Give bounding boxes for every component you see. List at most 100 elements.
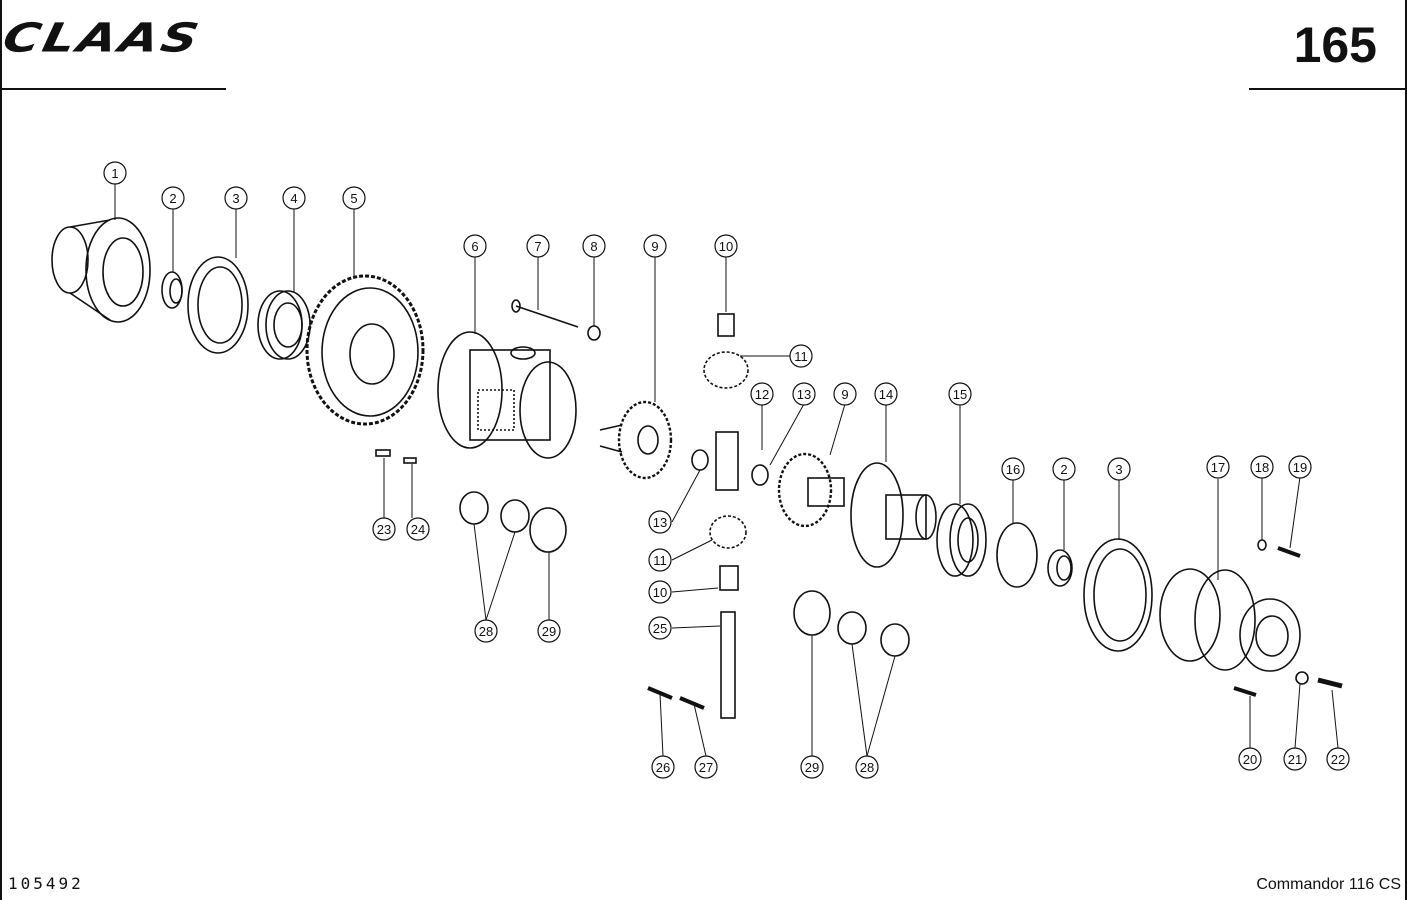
callout-25: 25 bbox=[648, 616, 672, 640]
part-13-circlip-right bbox=[751, 464, 769, 486]
callout-3b: 3 bbox=[1107, 457, 1131, 481]
part-28-bushings bbox=[459, 491, 530, 533]
part-21-washer bbox=[1295, 671, 1309, 685]
drawing-number: 105492 bbox=[8, 874, 84, 893]
svg-text:17: 17 bbox=[1211, 460, 1225, 475]
part-11-pinion-top bbox=[703, 351, 749, 389]
callout-2: 2 bbox=[161, 186, 185, 210]
svg-text:29: 29 bbox=[542, 624, 556, 639]
part-14-flange bbox=[850, 462, 937, 568]
part-24-pin bbox=[403, 457, 417, 464]
part-12-shaft bbox=[715, 431, 739, 491]
callout-2b: 2 bbox=[1052, 457, 1076, 481]
callout-29b: 29 bbox=[800, 755, 824, 779]
svg-text:11: 11 bbox=[653, 553, 667, 568]
svg-text:23: 23 bbox=[377, 522, 391, 537]
callout-7: 7 bbox=[526, 234, 550, 258]
header-rule-left bbox=[0, 88, 226, 90]
callout-20: 20 bbox=[1238, 747, 1262, 771]
header-rule-right bbox=[1249, 88, 1407, 90]
callouts: 1 2 3 4 5 6 7 8 9 10 11 12 13 9 14 15 16… bbox=[103, 161, 1350, 779]
svg-text:6: 6 bbox=[471, 239, 478, 254]
callout-26: 26 bbox=[651, 755, 675, 779]
svg-text:26: 26 bbox=[656, 760, 670, 775]
callout-19: 19 bbox=[1288, 455, 1312, 479]
part-3-gasket bbox=[187, 256, 249, 354]
svg-text:28: 28 bbox=[479, 624, 493, 639]
callout-3: 3 bbox=[224, 186, 248, 210]
part-17-end-housing bbox=[1159, 568, 1301, 672]
svg-text:20: 20 bbox=[1243, 752, 1257, 767]
part-9-bevel-gear-right bbox=[777, 452, 845, 528]
svg-text:4: 4 bbox=[290, 191, 297, 206]
callout-4: 4 bbox=[282, 186, 306, 210]
part-2-seal-ring-right bbox=[1047, 549, 1073, 587]
part-27-pin bbox=[679, 696, 705, 710]
callout-5: 5 bbox=[342, 186, 366, 210]
svg-text:1: 1 bbox=[111, 166, 118, 181]
callout-29a: 29 bbox=[537, 619, 561, 643]
part-9-bevel-gear bbox=[599, 400, 673, 480]
part-29-thrust-washer bbox=[529, 507, 567, 553]
callout-12: 12 bbox=[750, 382, 774, 406]
callout-24: 24 bbox=[406, 517, 430, 541]
svg-text:19: 19 bbox=[1293, 460, 1307, 475]
callout-11a: 11 bbox=[789, 344, 813, 368]
callout-13a: 13 bbox=[792, 382, 816, 406]
callout-13b: 13 bbox=[648, 510, 672, 534]
callout-21: 21 bbox=[1283, 747, 1307, 771]
part-16-o-ring bbox=[996, 522, 1038, 588]
part-11-pinion-bottom bbox=[709, 515, 747, 549]
callout-8: 8 bbox=[582, 234, 606, 258]
part-19-screw bbox=[1277, 546, 1301, 558]
part-7-bolt bbox=[511, 299, 579, 328]
part-6-differential-case bbox=[437, 331, 577, 459]
model-name: Commandor 116 CS bbox=[1256, 876, 1401, 893]
svg-text:13: 13 bbox=[797, 387, 811, 402]
callout-22: 22 bbox=[1326, 747, 1350, 771]
callout-18: 18 bbox=[1250, 455, 1274, 479]
page-number: 165 bbox=[1293, 17, 1377, 73]
callout-9b: 9 bbox=[833, 382, 857, 406]
svg-text:13: 13 bbox=[653, 515, 667, 530]
svg-text:21: 21 bbox=[1288, 752, 1302, 767]
svg-text:22: 22 bbox=[1331, 752, 1345, 767]
callout-28b: 28 bbox=[855, 755, 879, 779]
part-2-seal-ring bbox=[161, 271, 183, 309]
leader-lines bbox=[114, 184, 1339, 757]
part-18-washer bbox=[1257, 539, 1267, 551]
svg-text:25: 25 bbox=[653, 621, 667, 636]
callout-10a: 10 bbox=[714, 234, 738, 258]
callout-1: 1 bbox=[103, 161, 127, 185]
svg-text:18: 18 bbox=[1255, 460, 1269, 475]
callout-28a: 28 bbox=[474, 619, 498, 643]
svg-text:8: 8 bbox=[590, 239, 597, 254]
svg-text:7: 7 bbox=[534, 239, 541, 254]
callout-10b: 10 bbox=[648, 580, 672, 604]
part-23-pin bbox=[375, 449, 391, 457]
callout-9a: 9 bbox=[643, 234, 667, 258]
svg-text:9: 9 bbox=[841, 387, 848, 402]
svg-text:5: 5 bbox=[350, 191, 357, 206]
svg-text:24: 24 bbox=[411, 522, 425, 537]
svg-text:3: 3 bbox=[232, 191, 239, 206]
part-1-flange-housing bbox=[51, 217, 151, 323]
svg-text:27: 27 bbox=[699, 760, 713, 775]
svg-text:16: 16 bbox=[1006, 462, 1020, 477]
callout-16: 16 bbox=[1001, 457, 1025, 481]
part-15-bearing bbox=[936, 503, 987, 577]
callout-14: 14 bbox=[874, 382, 898, 406]
callout-23: 23 bbox=[372, 517, 396, 541]
part-22-screw bbox=[1317, 677, 1343, 689]
part-5-crown-gear bbox=[305, 274, 425, 426]
svg-text:28: 28 bbox=[860, 760, 874, 775]
part-8-nut bbox=[587, 325, 601, 341]
part-3-gasket-right bbox=[1083, 538, 1153, 652]
svg-text:10: 10 bbox=[653, 585, 667, 600]
callout-6: 6 bbox=[463, 234, 487, 258]
svg-text:11: 11 bbox=[794, 349, 808, 364]
part-26-pin bbox=[647, 686, 673, 700]
callout-11b: 11 bbox=[648, 548, 672, 572]
svg-text:14: 14 bbox=[879, 387, 893, 402]
